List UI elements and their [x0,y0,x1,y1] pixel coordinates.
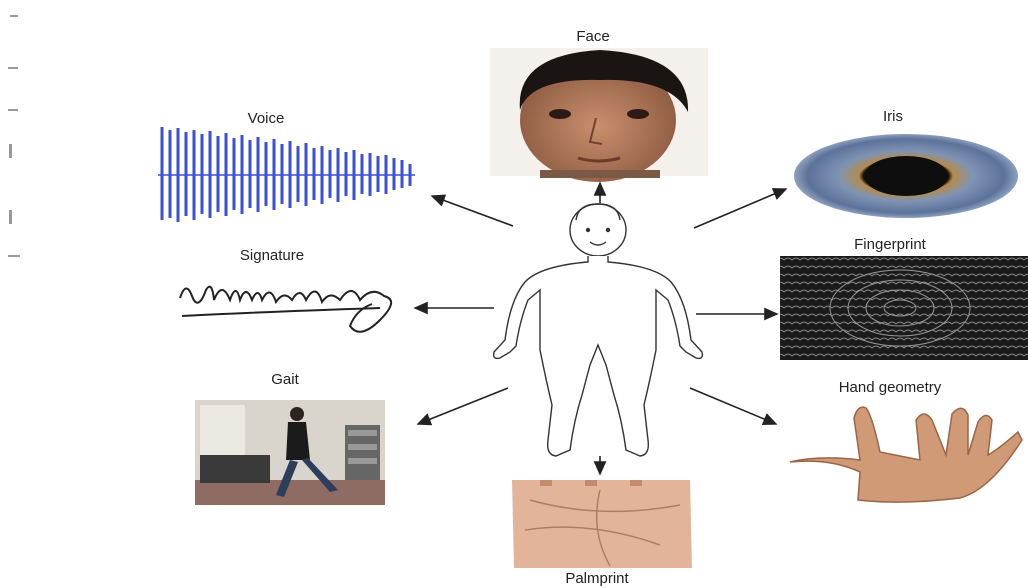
arrow-to-iris [694,189,786,228]
human-outline-figure [494,204,703,456]
margin-marks [8,15,20,257]
arrow-to-gait [418,388,508,424]
face-photo [490,48,708,182]
fingerprint-image [780,256,1028,360]
signature-image [180,287,391,332]
gait-photo [195,400,385,505]
arrow-to-voice [432,196,513,226]
arrow-to-hand-geometry [690,388,776,424]
voice-waveform [158,127,415,222]
palmprint-image [512,480,692,568]
iris-image [794,134,1018,218]
hand-geometry-image [790,407,1022,502]
